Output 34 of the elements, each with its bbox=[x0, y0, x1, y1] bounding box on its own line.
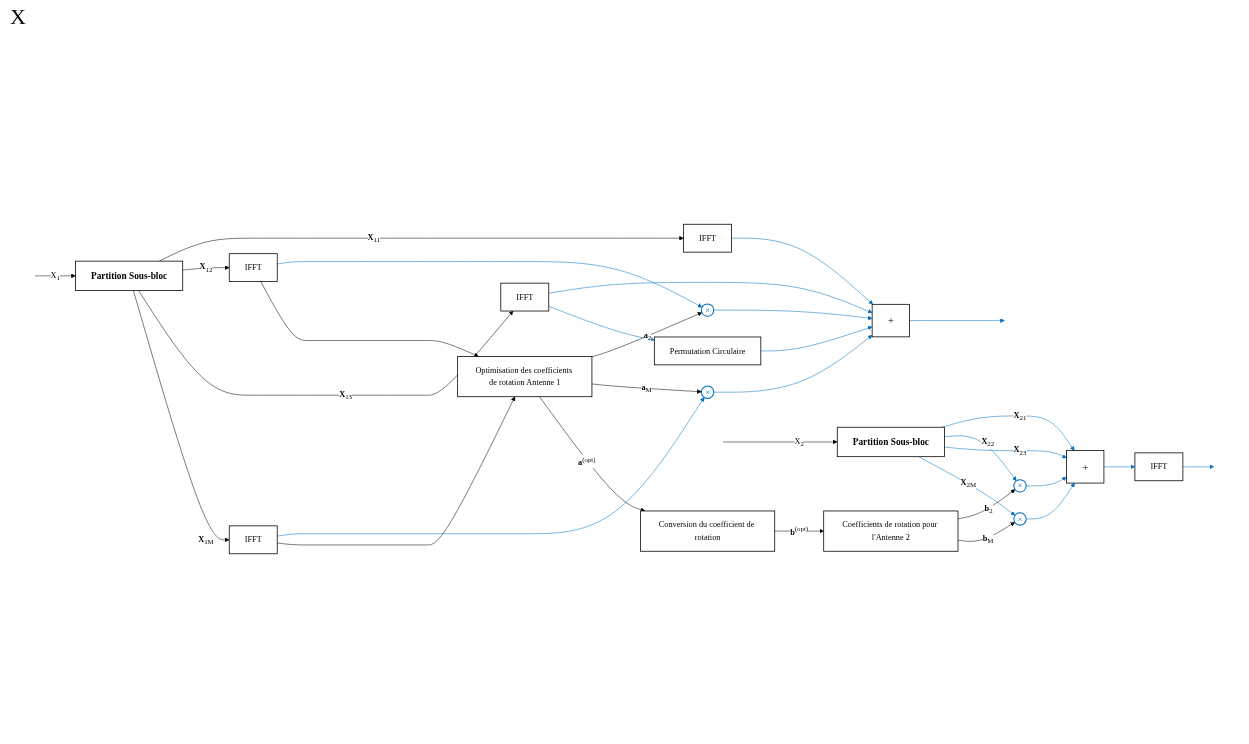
node-box: + bbox=[1066, 450, 1105, 484]
node-circle: × bbox=[1013, 512, 1027, 526]
edge-label: a$_{2}$ bbox=[643, 330, 652, 342]
node-circle: × bbox=[1013, 479, 1027, 493]
edge-label: b$_{M}$ bbox=[982, 533, 994, 545]
edge-label: X$_{12}$ bbox=[199, 262, 213, 274]
edge-label: a$_{M}$ bbox=[641, 382, 652, 394]
node-box: Optimisation des coefficients de rotation Antenne 1 bbox=[457, 356, 593, 398]
edge-label: X$_{21}$ bbox=[1013, 410, 1027, 422]
node-circle: × bbox=[700, 385, 715, 399]
node-box: Coefficients de rotation pour l'Antenne 2 bbox=[823, 510, 959, 552]
node-box: Partition Sous-bloc bbox=[75, 260, 184, 291]
edge-label: X$_{22}$ bbox=[981, 436, 995, 448]
edge-label: X$_{2M}$ bbox=[960, 477, 977, 489]
edge-label: b$_{2}$ bbox=[984, 503, 993, 515]
node-box: IFFT bbox=[228, 525, 278, 555]
edge-label: a$^{(opt)}$ bbox=[578, 455, 596, 467]
node-box: IFFT bbox=[1134, 452, 1184, 482]
signal-label: X bbox=[10, 4, 26, 29]
edge-label: X$_{13}$ bbox=[339, 389, 353, 401]
edge-label: X$_{23}$ bbox=[1013, 445, 1027, 457]
node-box: IFFT bbox=[500, 282, 550, 312]
node-box: Partition Sous-bloc bbox=[836, 426, 945, 458]
edge-label: X$_{11}$ bbox=[367, 232, 381, 244]
node-box: + bbox=[871, 303, 910, 338]
edge-label: X$_{2}$ bbox=[794, 436, 804, 448]
node-box: IFFT bbox=[683, 223, 732, 253]
node-box: IFFT bbox=[228, 253, 278, 282]
node-box: Conversion du coefficient de rotation bbox=[640, 510, 776, 552]
node-circle: × bbox=[700, 303, 715, 317]
edge-label: X$_{1}$ bbox=[50, 270, 61, 282]
edge-label: X$_{1M}$ bbox=[198, 534, 214, 546]
node-box: Permutation Circulaire bbox=[653, 336, 762, 366]
edge-label: b$^{(opt)}$ bbox=[790, 525, 809, 537]
